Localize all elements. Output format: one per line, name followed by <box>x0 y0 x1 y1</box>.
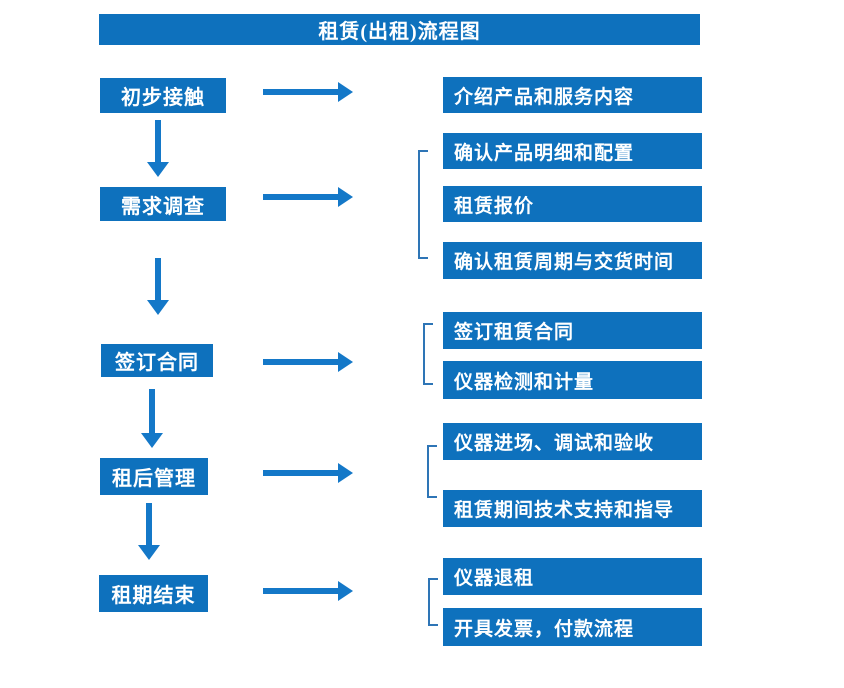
group-bracket-demand-survey <box>418 150 428 259</box>
output-box-confirm-rental-period-delivery: 确认租赁周期与交货时间 <box>443 242 702 279</box>
output-box-sign-rental-contract: 签订租赁合同 <box>443 312 702 349</box>
right-arrow-head <box>338 187 353 207</box>
down-arrow-head <box>147 300 169 315</box>
diagram-title: 租赁(出租)流程图 <box>99 14 700 45</box>
group-bracket-sign-contract <box>423 323 433 385</box>
down-arrow-2 <box>147 258 169 315</box>
down-arrow-shaft <box>146 503 152 545</box>
right-arrow-5 <box>263 581 353 601</box>
down-arrow-1 <box>147 120 169 177</box>
right-arrow-head <box>338 581 353 601</box>
right-arrow-3 <box>263 352 353 372</box>
down-arrow-shaft <box>155 120 161 162</box>
down-arrow-head <box>141 433 163 448</box>
stage-box-post-rental-management: 租后管理 <box>100 458 208 495</box>
right-arrow-2 <box>263 187 353 207</box>
down-arrow-shaft <box>155 258 161 300</box>
right-arrow-head <box>338 352 353 372</box>
down-arrow-head <box>147 162 169 177</box>
down-arrow-head <box>138 545 160 560</box>
output-box-introduce-products-services: 介绍产品和服务内容 <box>443 77 702 113</box>
output-box-instrument-return: 仪器退租 <box>443 558 702 595</box>
stage-box-lease-end: 租期结束 <box>99 575 208 612</box>
output-box-technical-support-guidance: 租赁期间技术支持和指导 <box>443 490 702 527</box>
right-arrow-4 <box>263 463 353 483</box>
output-box-rental-quotation: 租赁报价 <box>443 186 702 222</box>
output-box-instrument-entry-debug-acceptance: 仪器进场、调试和验收 <box>443 423 702 460</box>
down-arrow-4 <box>138 503 160 560</box>
right-arrow-head <box>338 82 353 102</box>
right-arrow-1 <box>263 82 353 102</box>
right-arrow-shaft <box>263 194 339 200</box>
group-bracket-lease-end <box>428 578 438 626</box>
group-bracket-post-rental <box>427 445 437 498</box>
output-box-invoice-payment-process: 开具发票，付款流程 <box>443 608 702 646</box>
stage-box-demand-survey: 需求调查 <box>100 187 226 221</box>
right-arrow-shaft <box>263 470 339 476</box>
right-arrow-head <box>338 463 353 483</box>
stage-box-sign-contract: 签订合同 <box>101 344 213 377</box>
output-box-instrument-testing-metering: 仪器检测和计量 <box>443 361 702 399</box>
right-arrow-shaft <box>263 359 339 365</box>
down-arrow-3 <box>141 389 163 448</box>
output-box-confirm-product-details: 确认产品明细和配置 <box>443 133 702 169</box>
stage-box-initial-contact: 初步接触 <box>100 78 226 113</box>
right-arrow-shaft <box>263 588 339 594</box>
down-arrow-shaft <box>149 389 155 433</box>
right-arrow-shaft <box>263 89 339 95</box>
